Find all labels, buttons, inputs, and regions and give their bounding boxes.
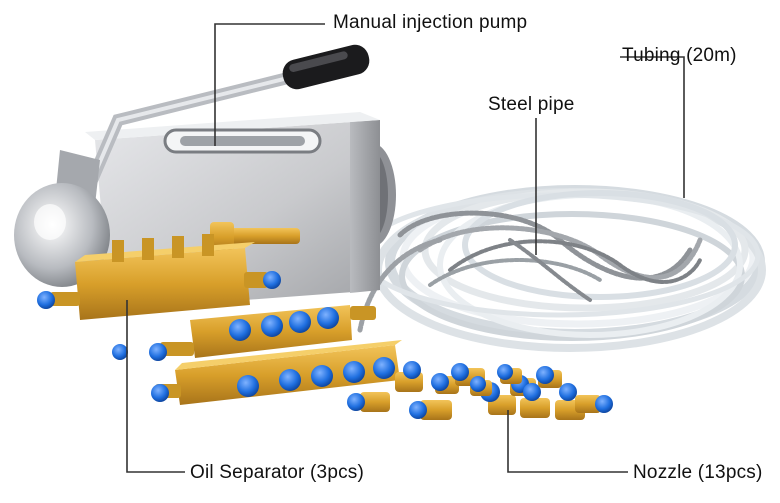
- label-oil-separator: Oil Separator (3pcs): [190, 462, 365, 483]
- oil-separator-2: [112, 305, 376, 361]
- oil-separator-3: [151, 340, 402, 405]
- leader-line-tubing: [620, 56, 685, 198]
- nozzle: [575, 395, 613, 413]
- label-manual-injection-pump: Manual injection pump: [333, 12, 528, 33]
- nozzle: [470, 376, 492, 396]
- tubing-coil: [359, 185, 766, 352]
- label-tubing: Tubing (20m): [622, 45, 737, 66]
- oil-separator-1: [37, 234, 281, 320]
- leader-lines: [126, 23, 685, 473]
- leader-line-pump: [214, 23, 325, 146]
- leader-line-oil: [126, 300, 185, 473]
- label-nozzle: Nozzle (13pcs): [633, 462, 763, 483]
- nozzles-group: [347, 361, 613, 420]
- label-steel-pipe: Steel pipe: [488, 94, 575, 115]
- nozzle: [395, 361, 423, 392]
- nozzle: [497, 364, 522, 384]
- leader-line-nozzle: [507, 410, 628, 473]
- nozzle: [347, 392, 390, 412]
- nozzle: [409, 400, 452, 420]
- nozzle: [536, 366, 562, 388]
- nozzle: [431, 373, 459, 394]
- nozzle: [520, 383, 550, 418]
